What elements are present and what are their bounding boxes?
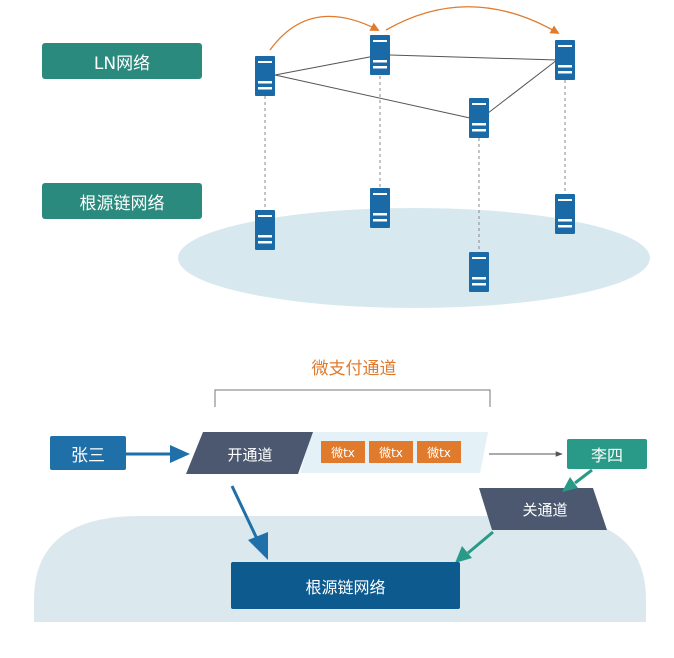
ln-network-label: LN网络	[42, 43, 202, 79]
chain-server-icon	[255, 210, 275, 250]
ln-server-icon	[255, 56, 275, 96]
chain-server-icon	[469, 252, 489, 292]
root-chain-label: 根源链网络	[42, 183, 202, 219]
open-channel-label: 开通道	[227, 445, 273, 464]
micro-tx-chip: 微tx	[321, 441, 365, 463]
ln-arc-2	[385, 6, 560, 34]
open-to-chain-arrow	[230, 485, 260, 542]
open-to-chain-arrowhead	[248, 532, 268, 560]
ln-server-icon	[370, 35, 390, 75]
channel-title: 微支付通道	[311, 358, 397, 379]
ln-arc-1	[269, 15, 380, 51]
ln-mesh	[274, 54, 558, 121]
close-to-chain-arrow	[467, 530, 494, 555]
sender-arrowhead	[170, 445, 190, 463]
ln-server-icon	[469, 98, 489, 138]
open-channel-shape	[186, 432, 313, 474]
root-chain-ellipse	[178, 208, 650, 308]
micro-tx-chip: 微tx	[369, 441, 413, 463]
node-links	[264, 76, 566, 252]
receiver-close-arrowhead	[562, 477, 578, 492]
sender-box: 张三	[50, 436, 126, 470]
close-channel-shape	[479, 488, 607, 530]
receiver-box: 李四	[567, 439, 647, 469]
chain-box: 根源链网络	[231, 562, 460, 609]
chain-server-icon	[555, 194, 575, 234]
micro-tx-chip: 微tx	[417, 441, 461, 463]
receiver-close-arrow	[574, 468, 593, 485]
ln-server-icon	[555, 40, 575, 80]
close-to-chain-arrowhead	[455, 546, 472, 563]
chain-server-icon	[370, 188, 390, 228]
close-channel-label: 关通道	[522, 500, 568, 519]
channel-bracket	[214, 389, 491, 407]
